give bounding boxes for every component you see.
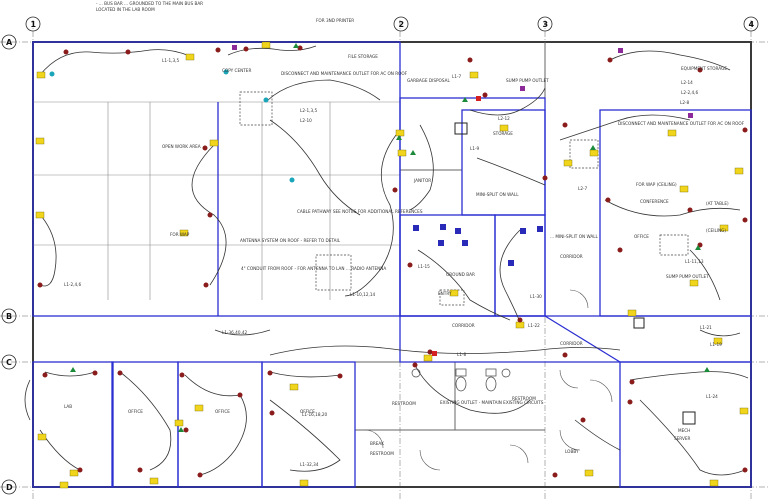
work-partitions bbox=[33, 101, 400, 300]
room-restroom-1: RESTROOM bbox=[392, 401, 416, 406]
room-corridor-2: CORRIDOR bbox=[560, 254, 583, 259]
circuit-label: L1-11,13 bbox=[685, 259, 704, 264]
grid-bubble-a: A bbox=[1, 34, 17, 50]
note-equipment: EQUIPMENT STORAGE bbox=[681, 66, 727, 71]
circuit-label: L1-10,12,14 bbox=[350, 292, 375, 297]
circuit-wiring bbox=[24, 45, 749, 476]
note-printer: FOR 3ND PRINTER bbox=[316, 18, 354, 23]
note-existing: EXISTING OUTLET - MAINTAIN EXISTING CIRC… bbox=[440, 400, 544, 405]
exterior-walls bbox=[32, 41, 752, 488]
room-office-4: OFFICE bbox=[634, 234, 649, 239]
grid-bubble-1: 1 bbox=[25, 16, 41, 32]
circuit-label: L1-9 bbox=[470, 146, 480, 151]
annotations: FOR 3ND PRINTER DISCONNECT AND MAINTENAN… bbox=[170, 18, 745, 405]
svg-text:4: 4 bbox=[749, 20, 755, 29]
circuit-label: L2-12 bbox=[498, 116, 510, 121]
circuit-label: L2-7 bbox=[578, 186, 588, 191]
header-note-1: - ... BUS BAR ... GROUNDED TO THE MAIN B… bbox=[96, 1, 203, 6]
circuit-label: L1-15 bbox=[418, 264, 430, 269]
svg-text:B: B bbox=[6, 312, 12, 321]
room-labels: OPEN WORK AREA LAB CORRIDOR CORRIDOR COR… bbox=[64, 54, 690, 456]
room-storage: STORAGE bbox=[493, 131, 513, 136]
grid-bubble-d: D bbox=[1, 479, 17, 495]
toilet-fixtures bbox=[411, 368, 511, 392]
circuit-label: L1-8 bbox=[457, 352, 467, 357]
small-squares bbox=[454, 122, 696, 425]
circuit-label: L1-22 bbox=[528, 323, 540, 328]
note-ground-bar: GROUND BAR bbox=[446, 272, 475, 277]
room-office-1: OFFICE bbox=[128, 409, 143, 414]
svg-text:1: 1 bbox=[31, 20, 37, 29]
grid-lines bbox=[0, 20, 769, 500]
room-open-work: OPEN WORK AREA bbox=[162, 144, 201, 149]
room-mech: MECH bbox=[678, 428, 690, 433]
wiring-devices bbox=[35, 41, 749, 489]
note-garbage: GARBAGE DISPOSAL bbox=[407, 78, 450, 83]
note-disconnect-1: DISCONNECT AND MAINTENANCE OUTLET FOR AC… bbox=[281, 71, 408, 76]
note-sump-pump-2: SUMP PUMP OUTLET bbox=[666, 274, 709, 279]
circuit-label: L2-8 bbox=[680, 100, 690, 105]
svg-text:D: D bbox=[6, 483, 13, 492]
grid-bubble-3: 3 bbox=[537, 16, 553, 32]
circuit-label: L1-16,18,20 bbox=[302, 412, 327, 417]
note-disconnect-2: DISCONNECT AND MAINTENANCE OUTLET FOR AC… bbox=[618, 121, 745, 126]
room-janitor: JANITOR bbox=[413, 178, 431, 183]
svg-text:C: C bbox=[6, 358, 12, 367]
note-mini-split-2: ... MINI-SPLIT ON WALL bbox=[550, 234, 599, 239]
circuit-label: L1-32,34 bbox=[300, 462, 319, 467]
circuit-label: L1-19 bbox=[710, 342, 722, 347]
circuit-label: L2-14 bbox=[681, 80, 693, 85]
room-copy: COPY CENTER bbox=[222, 68, 251, 73]
note-for-wap: FOR WAP bbox=[170, 232, 190, 237]
svg-text:2: 2 bbox=[399, 20, 405, 29]
note-sump-pump: SUMP PUMP OUTLET bbox=[506, 78, 549, 83]
circuit-label: L1-36,40,42 bbox=[222, 330, 247, 335]
note-antenna: ANTENNA SYSTEM ON ROOF - REFER TO DETAIL bbox=[240, 238, 341, 243]
grid-bubble-b: B bbox=[1, 308, 17, 324]
note-cable-pathway: CABLE PATHWAY SEE NOTES FOR ADDITIONAL R… bbox=[297, 209, 423, 214]
room-corridor-3: CORRIDOR bbox=[560, 341, 583, 346]
circuit-label: L2-10 bbox=[300, 118, 312, 123]
blue-walls bbox=[32, 41, 752, 488]
room-office-3: OFFICE bbox=[300, 409, 315, 414]
note-for-wap-ceiling: FOR WAP (CEILING) bbox=[636, 182, 677, 187]
room-conference: CONFERENCE bbox=[640, 199, 669, 204]
room-top-storage: FILE STORAGE bbox=[348, 54, 378, 59]
circuit-label: L2-1,3,5 bbox=[300, 108, 317, 113]
room-break: BREAK bbox=[370, 441, 384, 446]
room-server: SERVER bbox=[674, 436, 690, 441]
header-note-2: LOCATED IN THE LAB ROOM bbox=[96, 7, 155, 12]
svg-text:A: A bbox=[6, 38, 13, 47]
note-table: (AT TABLE) bbox=[706, 201, 729, 206]
room-restroom-2: RESTROOM bbox=[512, 396, 536, 401]
room-lobby: LOBBY bbox=[565, 449, 579, 454]
circuit-label: L2-2,4,6 bbox=[681, 90, 698, 95]
circuit-labels: L1-2,4,6 L1-1,3,5 L1-10,12,14 L1-36,40,4… bbox=[64, 58, 722, 467]
room-restroom-gen: RESTROOM bbox=[370, 451, 394, 456]
room-corridor-1: CORRIDOR bbox=[452, 323, 475, 328]
interior-walls bbox=[33, 42, 751, 487]
circuit-label: L1-2,4,6 bbox=[64, 282, 81, 287]
svg-text:3: 3 bbox=[543, 20, 549, 29]
circuit-label: L1-30 bbox=[530, 294, 542, 299]
note-mini-split: MINI-SPLIT ON WALL bbox=[476, 192, 519, 197]
grid-bubble-2: 2 bbox=[393, 16, 409, 32]
circuit-label: L1-21 bbox=[700, 325, 712, 330]
note-ceiling: (CEILING) bbox=[706, 228, 726, 233]
circuit-label: L1-7 bbox=[452, 74, 462, 79]
circuit-label: L1-1,3,5 bbox=[162, 58, 179, 63]
grid-bubble-4: 4 bbox=[743, 16, 759, 32]
note-conduit: 4" CONDUIT FROM ROOF - FOR ANTENNA TO LA… bbox=[241, 266, 386, 271]
circuit-label: L1-24 bbox=[706, 394, 718, 399]
grid-bubble-c: C bbox=[1, 354, 17, 370]
room-lab: LAB bbox=[64, 404, 72, 409]
door-swings bbox=[364, 289, 613, 471]
room-office-2: OFFICE bbox=[215, 409, 230, 414]
room-entry: ENTRY bbox=[438, 291, 452, 296]
